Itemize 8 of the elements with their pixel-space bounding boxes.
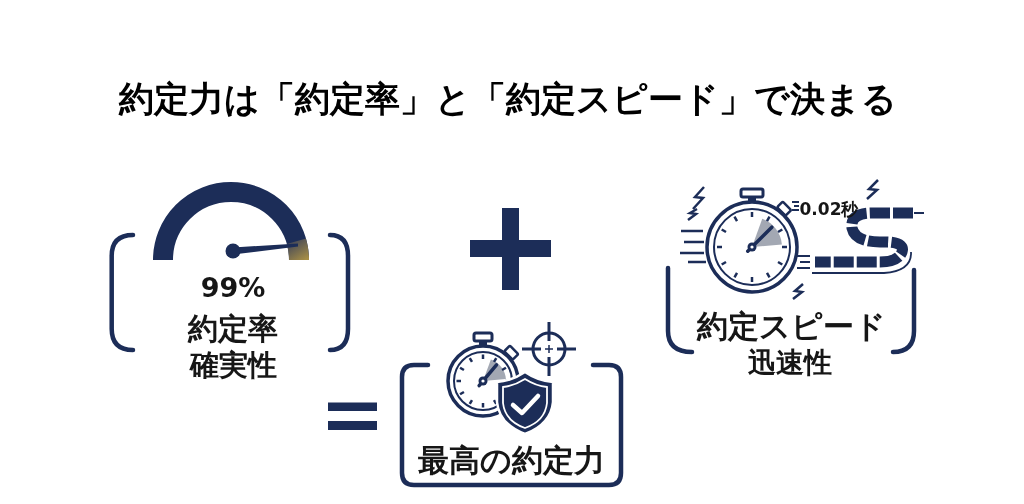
heading: 約定率 bbox=[188, 311, 278, 345]
heading: 最高の約定力 bbox=[417, 442, 605, 478]
title: 約定力は「約定率」と「約定スピード」で決まる bbox=[119, 81, 897, 119]
heading: 約定スピード bbox=[696, 308, 886, 344]
time-label: 0.02秒 bbox=[799, 199, 859, 219]
subheading: 確実性 bbox=[189, 350, 277, 382]
percentage-label: 99% bbox=[200, 273, 266, 303]
subheading: 迅速性 bbox=[748, 347, 832, 379]
